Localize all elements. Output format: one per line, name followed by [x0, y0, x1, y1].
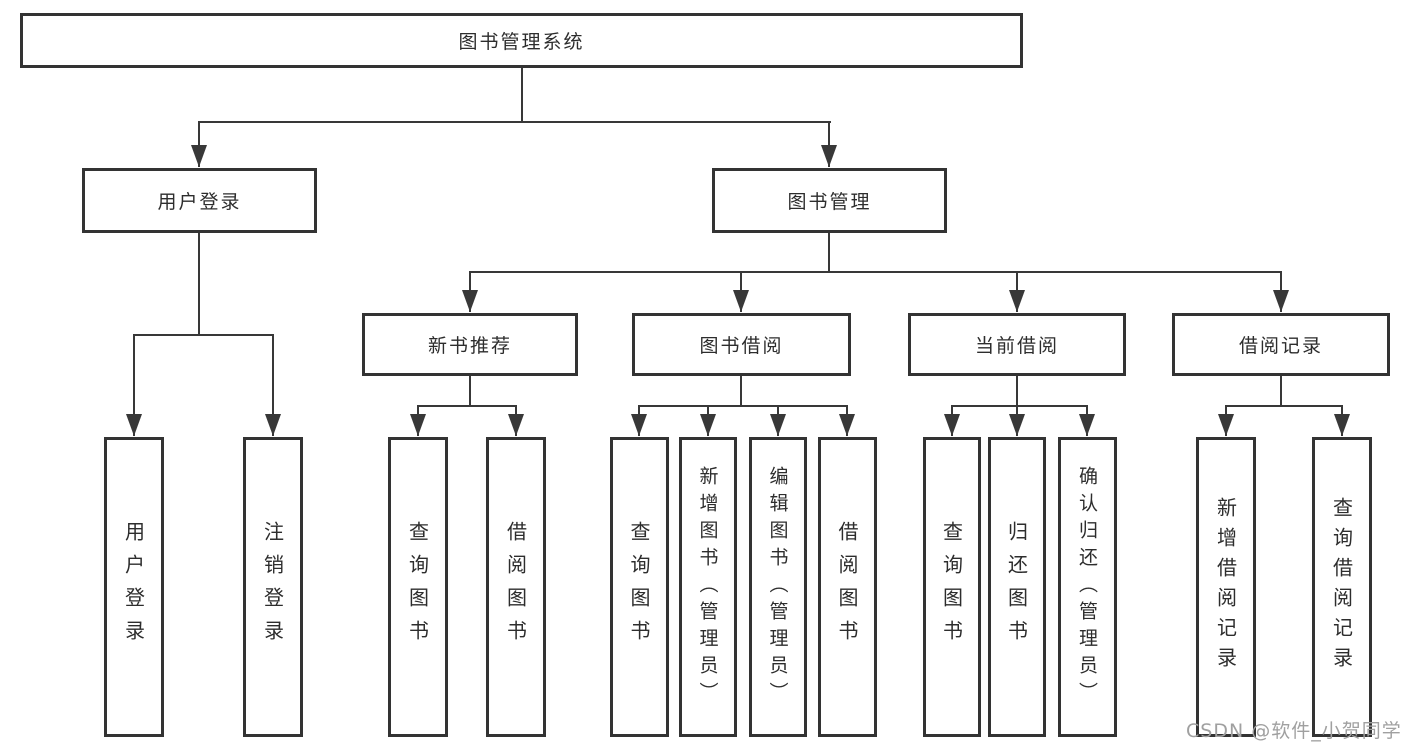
leaf-edit-book-admin: 编辑图书（管理员）: [749, 437, 807, 737]
leaf-borrow-book-label: 借阅图书: [835, 521, 859, 653]
node-current-borrow-label: 当前借阅: [974, 335, 1059, 357]
leaf-query-books-borrow-label: 查询图书: [627, 521, 651, 653]
connector-user-login-stem: [198, 233, 200, 336]
arrow-to-leaf-confirm-return-icon: [1079, 405, 1095, 436]
leaf-query-books-borrow: 查询图书: [610, 437, 669, 737]
arrow-to-leaf-query-record-icon: [1334, 405, 1350, 436]
leaf-query-books-recommend: 查询图书: [388, 437, 448, 737]
connector-book-borrow-bar: [638, 405, 848, 407]
arrow-to-leaf-add-book-icon: [700, 405, 716, 436]
arrow-to-leaf-borrow-book-icon: [839, 405, 855, 436]
leaf-query-books-recommend-label: 查询图书: [405, 521, 430, 653]
arrow-to-current-borrow-icon: [1009, 271, 1025, 312]
leaf-return-book: 归还图书: [988, 437, 1046, 737]
node-book-borrow-label: 图书借阅: [699, 335, 784, 357]
node-borrow-records: 借阅记录: [1172, 313, 1390, 376]
leaf-add-book-admin: 新增图书（管理员）: [679, 437, 737, 737]
leaf-add-borrow-record: 新增借阅记录: [1196, 437, 1256, 737]
connector-borrow-records-stem: [1280, 376, 1282, 407]
arrow-to-leaf-query-recommend-icon: [410, 405, 426, 436]
node-borrow-records-label: 借阅记录: [1238, 335, 1323, 357]
node-user-login: 用户登录: [82, 168, 317, 233]
leaf-add-book-admin-label: 新增图书（管理员）: [696, 465, 719, 709]
node-user-login-label: 用户登录: [157, 191, 242, 213]
node-new-book-recommend-label: 新书推荐: [427, 335, 512, 357]
node-book-management-label: 图书管理: [787, 191, 872, 213]
watermark: CSDN @软件_小贺同学: [1186, 720, 1402, 742]
connector-current-borrow-bar: [951, 405, 1088, 407]
connector-root-bar: [198, 121, 831, 123]
leaf-confirm-return-admin: 确认归还（管理员）: [1058, 437, 1117, 737]
leaf-edit-book-admin-label: 编辑图书（管理员）: [766, 465, 789, 709]
arrow-to-new-book-recommend-icon: [462, 271, 478, 312]
leaf-query-books-current-label: 查询图书: [939, 521, 964, 653]
arrow-to-leaf-query-borrow-icon: [631, 405, 647, 436]
leaf-query-books-current: 查询图书: [923, 437, 981, 737]
leaf-add-borrow-record-label: 新增借阅记录: [1213, 497, 1238, 677]
arrow-to-user-login-icon: [191, 121, 207, 167]
leaf-borrow-book: 借阅图书: [818, 437, 877, 737]
node-root: 图书管理系统: [20, 13, 1023, 68]
node-book-management: 图书管理: [712, 168, 947, 233]
connector-current-borrow-stem: [1016, 376, 1018, 407]
connector-new-book-recommend-bar: [417, 405, 516, 407]
leaf-logout-label: 注销登录: [260, 521, 285, 653]
leaf-confirm-return-admin-label: 确认归还（管理员）: [1076, 465, 1098, 709]
arrow-to-leaf-return-book-icon: [1009, 405, 1025, 436]
connector-borrow-records-bar: [1225, 405, 1342, 407]
node-new-book-recommend: 新书推荐: [362, 313, 578, 376]
leaf-borrow-books-recommend: 借阅图书: [486, 437, 546, 737]
connector-book-management-stem: [828, 233, 830, 273]
arrow-to-leaf-logout-icon: [265, 334, 281, 436]
leaf-query-borrow-record: 查询借阅记录: [1312, 437, 1372, 737]
arrow-to-leaf-add-record-icon: [1218, 405, 1234, 436]
arrow-to-leaf-user-login-icon: [126, 334, 142, 436]
arrow-to-leaf-borrow-recommend-icon: [508, 405, 524, 436]
node-root-label: 图书管理系统: [458, 31, 585, 53]
arrow-to-leaf-edit-book-icon: [770, 405, 786, 436]
leaf-borrow-books-recommend-label: 借阅图书: [503, 521, 528, 653]
connector-book-borrow-stem: [740, 376, 742, 407]
leaf-logout: 注销登录: [243, 437, 303, 737]
leaf-user-login: 用户登录: [104, 437, 164, 737]
connector-new-book-recommend-stem: [469, 376, 471, 407]
arrow-to-leaf-query-current-icon: [944, 405, 960, 436]
connector-root-stem: [521, 68, 523, 123]
arrow-to-borrow-records-icon: [1273, 271, 1289, 312]
leaf-return-book-label: 归还图书: [1004, 521, 1029, 653]
leaf-query-borrow-record-label: 查询借阅记录: [1329, 497, 1354, 677]
node-book-borrow: 图书借阅: [632, 313, 851, 376]
arrow-to-book-management-icon: [821, 121, 837, 167]
arrow-to-book-borrow-icon: [733, 271, 749, 312]
node-current-borrow: 当前借阅: [908, 313, 1126, 376]
connector-user-login-bar: [133, 334, 274, 336]
leaf-user-login-label: 用户登录: [121, 521, 146, 653]
connector-book-management-bar: [469, 271, 1282, 273]
